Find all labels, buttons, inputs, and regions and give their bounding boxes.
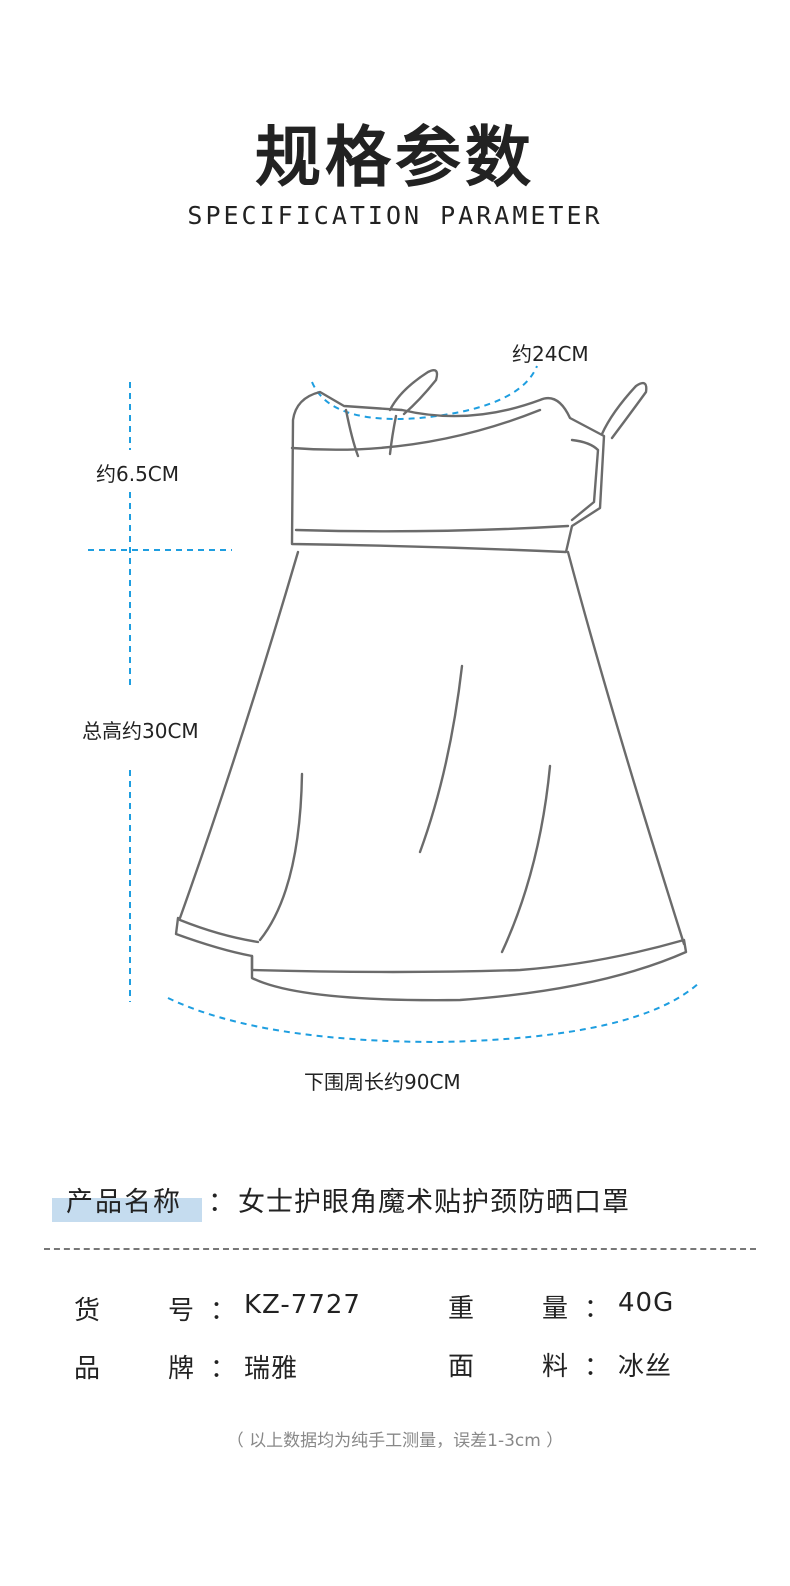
mask-outline-drawing	[88, 365, 701, 1044]
item-no-colon: ：	[210, 1296, 237, 1326]
brand-value: 瑞雅	[244, 1354, 299, 1384]
page-subtitle: SPECIFICATION PARAMETER	[187, 201, 603, 230]
material-label-2: 料	[542, 1352, 569, 1382]
dimension-lines	[88, 365, 701, 1044]
page-title: 规格参数	[255, 119, 535, 196]
material-label-1: 面	[448, 1352, 475, 1382]
product-name-row: 产品名称 ： 女士护眼角魔术贴护颈防晒口罩	[52, 1178, 752, 1228]
item-no-label-2: 号	[168, 1296, 195, 1326]
material-colon: ：	[584, 1352, 611, 1382]
top-width-label: 约24CM	[512, 342, 589, 366]
top-width-arc	[311, 365, 538, 420]
top-height-label: 约6.5CM	[96, 462, 180, 486]
section-divider	[44, 1248, 756, 1250]
item-no-value: KZ-7727	[244, 1290, 361, 1320]
weight-label-2: 量	[542, 1294, 569, 1324]
total-height-label: 总高约30CM	[82, 719, 199, 743]
weight-colon: ：	[584, 1294, 611, 1324]
name-label-highlight	[52, 1198, 202, 1222]
product-name-colon: ：	[208, 1187, 235, 1218]
brand-colon: ：	[210, 1354, 237, 1384]
brand-label-2: 牌	[168, 1354, 195, 1384]
product-name-value: 女士护眼角魔术贴护颈防晒口罩	[238, 1187, 630, 1218]
material-value: 冰丝	[618, 1352, 673, 1382]
measurement-note: （ 以上数据均为纯手工测量，误差1-3cm ）	[226, 1431, 564, 1451]
item-no-label-1: 货	[74, 1296, 101, 1326]
bottom-circumference-arc	[167, 981, 701, 1044]
product-name-label: 产品名称	[66, 1187, 182, 1218]
mask-outline	[174, 369, 688, 1002]
bottom-circumference-label: 下围周长约90CM	[304, 1070, 461, 1094]
weight-label-1: 重	[448, 1294, 475, 1324]
brand-label-1: 品	[74, 1354, 101, 1384]
product-diagram: 约24CM 约6.5CM 总高约30CM 下围周长约90CM	[0, 330, 790, 1110]
weight-value: 40G	[618, 1288, 675, 1318]
